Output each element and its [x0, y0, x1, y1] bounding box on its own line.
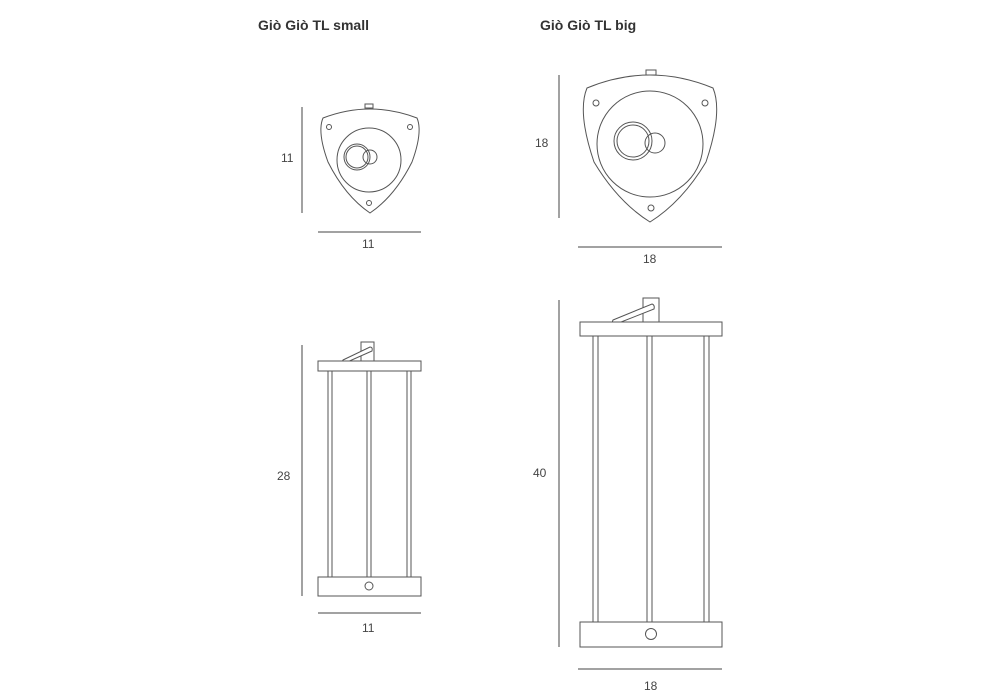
power-button-icon: [645, 628, 657, 640]
inner-disc: [596, 90, 704, 198]
height-label: 11: [281, 151, 294, 165]
knob: [364, 103, 374, 109]
screw-hole: [407, 124, 413, 130]
big-side-view: 40 18: [533, 297, 723, 693]
title-big: Giò Giò TL big: [540, 17, 636, 33]
big-top-view: 18 18: [535, 69, 722, 266]
base: [317, 576, 422, 597]
ring-knob: [644, 132, 666, 154]
screw-hole: [366, 200, 372, 206]
screw-hole: [592, 99, 600, 107]
width-label: 11: [362, 621, 375, 635]
ring-outer: [343, 143, 371, 171]
base: [579, 621, 723, 648]
knob: [645, 69, 657, 76]
rod: [366, 370, 372, 578]
ring-inner: [345, 145, 369, 169]
width-label: 18: [643, 252, 657, 266]
rod: [703, 335, 710, 623]
width-label: 11: [362, 237, 375, 251]
ring-inner: [616, 124, 650, 158]
height-label: 28: [277, 469, 291, 483]
body-outline: [582, 74, 718, 223]
power-button-icon: [364, 581, 374, 591]
height-label: 40: [533, 466, 547, 480]
screw-hole: [701, 99, 709, 107]
rod: [327, 370, 333, 578]
title-small: Giò Giò TL small: [258, 17, 369, 33]
screw-hole: [326, 124, 332, 130]
ring-outer: [613, 121, 653, 161]
screw-hole: [647, 204, 655, 212]
width-label: 18: [644, 679, 658, 693]
top-cap: [579, 321, 723, 337]
height-label: 18: [535, 136, 549, 150]
top-cap: [317, 360, 422, 372]
ring-knob: [362, 149, 378, 165]
inner-disc: [336, 127, 402, 193]
rod: [592, 335, 599, 623]
rod: [406, 370, 412, 578]
small-side-view: 28 11: [277, 341, 422, 635]
small-top-view: 11 11: [281, 103, 421, 251]
body-outline: [320, 108, 420, 214]
rod: [646, 335, 653, 623]
